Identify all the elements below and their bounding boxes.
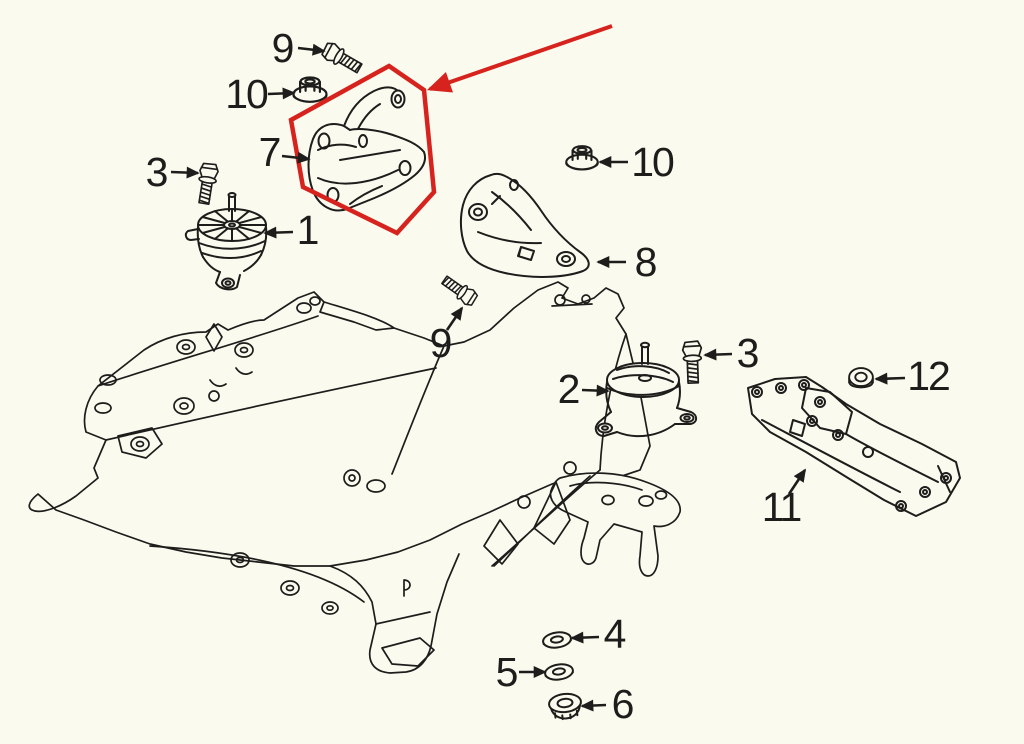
part-8-cover-bracket-drawing xyxy=(459,172,590,278)
callout-bolt-left: 3 xyxy=(146,149,200,195)
subframe-drawing xyxy=(28,281,681,674)
callout-arrow xyxy=(281,151,311,164)
callout-arrow xyxy=(267,87,296,100)
callout-transmission-crossmember: 11 xyxy=(762,468,807,530)
callout-arrow xyxy=(170,166,200,179)
highlight-layer xyxy=(288,24,613,236)
callout-label: 9 xyxy=(430,320,451,366)
callout-label: 4 xyxy=(604,611,626,657)
callout-arrow xyxy=(297,43,326,56)
callout-bolt-right: 3 xyxy=(703,330,760,376)
callout-label: 8 xyxy=(635,239,657,285)
callout-arrow xyxy=(263,226,294,239)
callout-arrow xyxy=(703,348,733,361)
callout-arrow xyxy=(570,631,600,644)
callout-label: 10 xyxy=(631,139,674,185)
callout-arrow xyxy=(445,306,464,331)
callout-label: 1 xyxy=(297,207,318,253)
callout-flange-nut-bottom: 6 xyxy=(580,681,635,727)
callout-bolt-middle: 9 xyxy=(430,306,464,366)
callout-label: 2 xyxy=(558,366,579,412)
part-12-cap-nut-drawing xyxy=(848,367,874,389)
callout-arrow xyxy=(787,468,807,495)
callout-arrow xyxy=(874,372,906,385)
callout-label: 6 xyxy=(612,681,633,727)
callout-engine-mount-right: 2 xyxy=(558,366,610,412)
highlight-arrow xyxy=(426,24,613,93)
callout-engine-mount-left: 1 xyxy=(263,207,320,253)
callout-mount-cover-bracket: 8 xyxy=(596,239,659,285)
callout-label: 5 xyxy=(496,649,518,695)
callout-flange-nut-left: 10 xyxy=(225,71,296,117)
callout-label: 3 xyxy=(146,149,167,195)
part-1-engine-mount-drawing xyxy=(184,192,268,291)
callout-label: 7 xyxy=(259,129,280,175)
callout-label: 10 xyxy=(225,71,268,117)
callout-label: 3 xyxy=(737,330,758,376)
callout-arrow xyxy=(580,699,607,712)
callout-label: 11 xyxy=(762,484,801,530)
callout-label: 9 xyxy=(272,25,293,71)
callout-bolt-upper: 9 xyxy=(272,25,326,71)
part-7-mount-bracket-drawing xyxy=(307,86,426,212)
callout-washer-lower: 5 xyxy=(496,649,547,695)
highlight-hexagon xyxy=(288,63,437,236)
part-11-crossmember-drawing xyxy=(747,376,961,517)
callout-washer-upper: 4 xyxy=(570,611,628,657)
callout-cap-nut: 12 xyxy=(874,353,951,399)
callout-flange-nut-right: 10 xyxy=(598,139,676,185)
callout-label: 12 xyxy=(907,353,949,399)
callout-arrow xyxy=(581,384,610,397)
callout-engine-mount-bracket: 7 xyxy=(259,129,311,175)
